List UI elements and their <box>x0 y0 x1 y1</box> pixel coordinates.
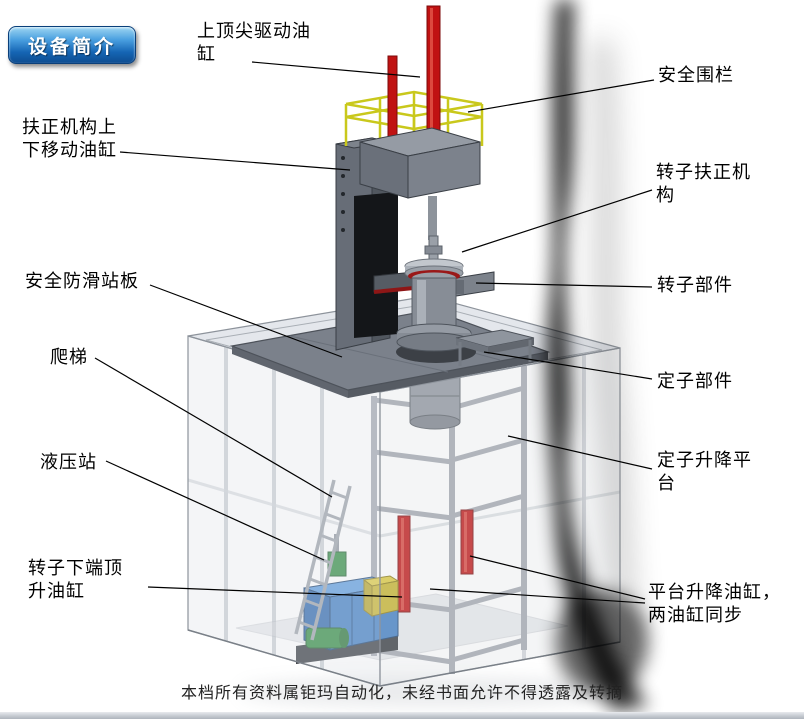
leader-hydraulic-station <box>105 460 325 561</box>
leader-rotor-part <box>475 282 653 288</box>
label-anti-slip-board: 安全防滑站板 <box>25 271 139 291</box>
leader-stator-part <box>483 351 653 380</box>
title-badge: 设备简介 <box>8 26 136 64</box>
label-rotor-centering-mechanism: 转子扶正机构 <box>656 162 751 205</box>
leader-platform-lift-b <box>429 588 646 604</box>
leader-rotor-bottom-cylinder <box>147 586 403 598</box>
ladder <box>294 479 352 641</box>
head-assembly <box>359 127 481 199</box>
label-safety-fence: 安全围栏 <box>658 65 734 85</box>
leader-lines <box>94 61 655 604</box>
leader-anti-slip-board <box>149 284 343 358</box>
platform-lift-cylinders <box>397 509 474 613</box>
label-hydraulic-station: 液压站 <box>40 452 97 472</box>
label-centering-move-cylinder: 扶正机构上下移动油缸 <box>22 117 117 160</box>
label-stator-part: 定子部件 <box>657 371 733 391</box>
leader-safety-fence <box>467 79 655 113</box>
label-stator-lift-platform: 定子升降平台 <box>657 450 752 493</box>
side-bracket-platform <box>455 329 535 366</box>
leader-platform-lift-a <box>469 555 646 600</box>
smudge-artifact <box>546 0 648 710</box>
ground-shadow <box>240 678 620 706</box>
title-badge-label: 设备简介 <box>27 36 116 58</box>
footer-note: 本档所有资料属钜玛自动化，未经书面允许不得透露及转摘 <box>180 685 623 702</box>
leader-top-pin-cylinder <box>251 61 421 78</box>
label-platform-lift-cylinders: 平台升降油缸，两油缸同步 <box>648 582 781 625</box>
leader-ladder <box>94 357 333 498</box>
label-rotor-bottom-jack-cylinder: 转子下端顶升油缸 <box>28 558 123 601</box>
leader-rotor-centering <box>461 189 653 253</box>
label-ladder: 爬梯 <box>50 347 88 367</box>
leader-centering-move-cylinder <box>119 151 351 171</box>
label-top-pin-cylinder: 上顶尖驱动油缸 <box>197 21 311 64</box>
leader-stator-lift-platform <box>507 435 653 470</box>
label-rotor-part: 转子部件 <box>657 275 733 295</box>
rotor-part <box>396 235 472 352</box>
slide-bottom-edge <box>0 712 804 719</box>
